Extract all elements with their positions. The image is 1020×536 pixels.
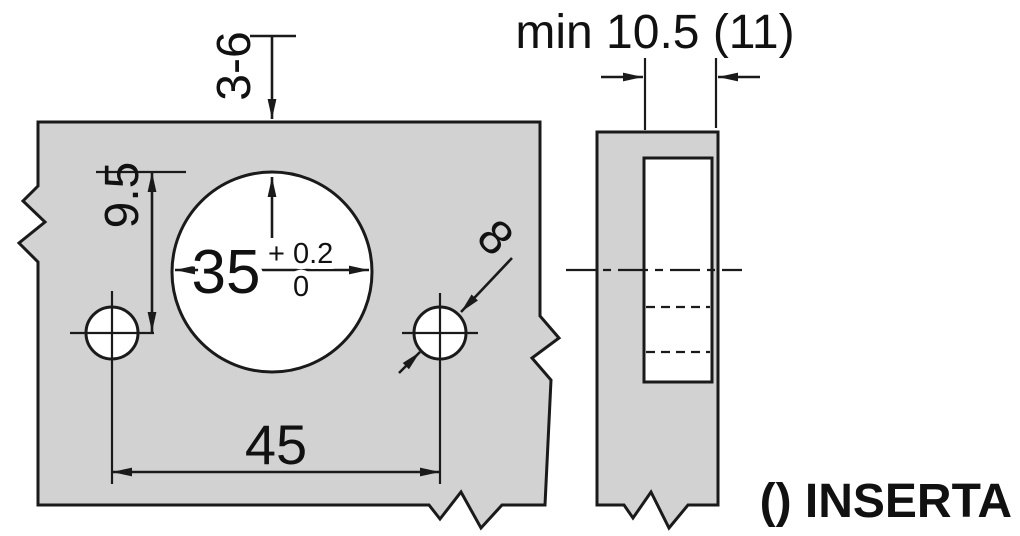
side-view: min 10.5 (11) bbox=[515, 6, 795, 531]
screw-diameter-leader-lower bbox=[398, 351, 421, 374]
edge-distance-label: 3-6 bbox=[208, 31, 261, 100]
cup-diameter-label: 35 bbox=[192, 238, 261, 307]
inserta-caption: () INSERTA bbox=[760, 475, 1012, 528]
cup-tolerance-lower-label: 0 bbox=[293, 271, 309, 303]
front-view: 35 + 0.2 0 3-6 9.5 8 45 bbox=[16, 31, 562, 531]
cup-tolerance-upper-label: + 0.2 bbox=[268, 238, 333, 270]
vertical-offset-label: 9.5 bbox=[96, 162, 149, 229]
screw-diameter-leader-upper bbox=[460, 257, 513, 313]
min-depth-label: min 10.5 (11) bbox=[515, 6, 794, 59]
spacing-label: 45 bbox=[245, 413, 307, 476]
